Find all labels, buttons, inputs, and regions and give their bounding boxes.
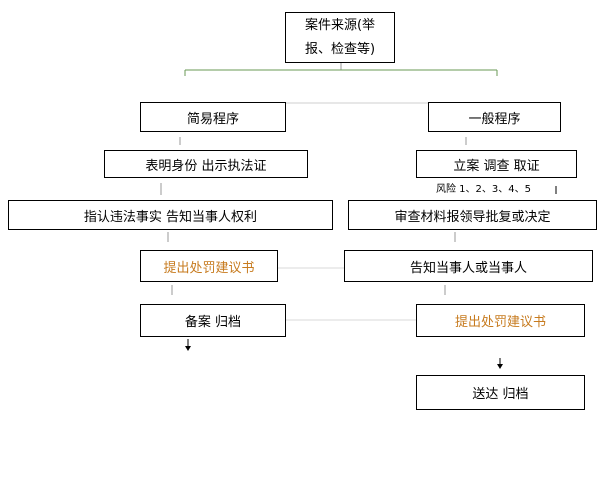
node-review-approve: 审查材料报领导批复或决定 <box>348 200 597 230</box>
arrow-record-down-head <box>185 346 191 351</box>
node-show-identity: 表明身份 出示执法证 <box>104 150 308 178</box>
node-case-source-line2: 报、检查等) <box>304 41 376 57</box>
node-case-source-line1: 案件来源(举 <box>304 17 376 33</box>
risk-note: 风险 1、2、3、4、5 <box>436 184 531 195</box>
node-propose-penalty-right: 提出处罚建议书 <box>416 304 585 337</box>
node-simple-procedure: 简易程序 <box>140 102 286 132</box>
arrow-propose-to-deliver-head <box>497 364 503 369</box>
node-notify-party: 告知当事人或当事人 <box>344 250 593 282</box>
node-propose-penalty-left: 提出处罚建议书 <box>140 250 278 282</box>
node-record-archive: 备案 归档 <box>140 304 286 337</box>
node-deliver-archive: 送达 归档 <box>416 375 585 410</box>
node-case-source: 案件来源(举 报、检查等) <box>285 12 395 63</box>
node-file-investigate: 立案 调查 取证 <box>416 150 577 178</box>
node-point-out-violation: 指认违法事实 告知当事人权利 <box>8 200 333 230</box>
node-general-procedure: 一般程序 <box>428 102 561 132</box>
